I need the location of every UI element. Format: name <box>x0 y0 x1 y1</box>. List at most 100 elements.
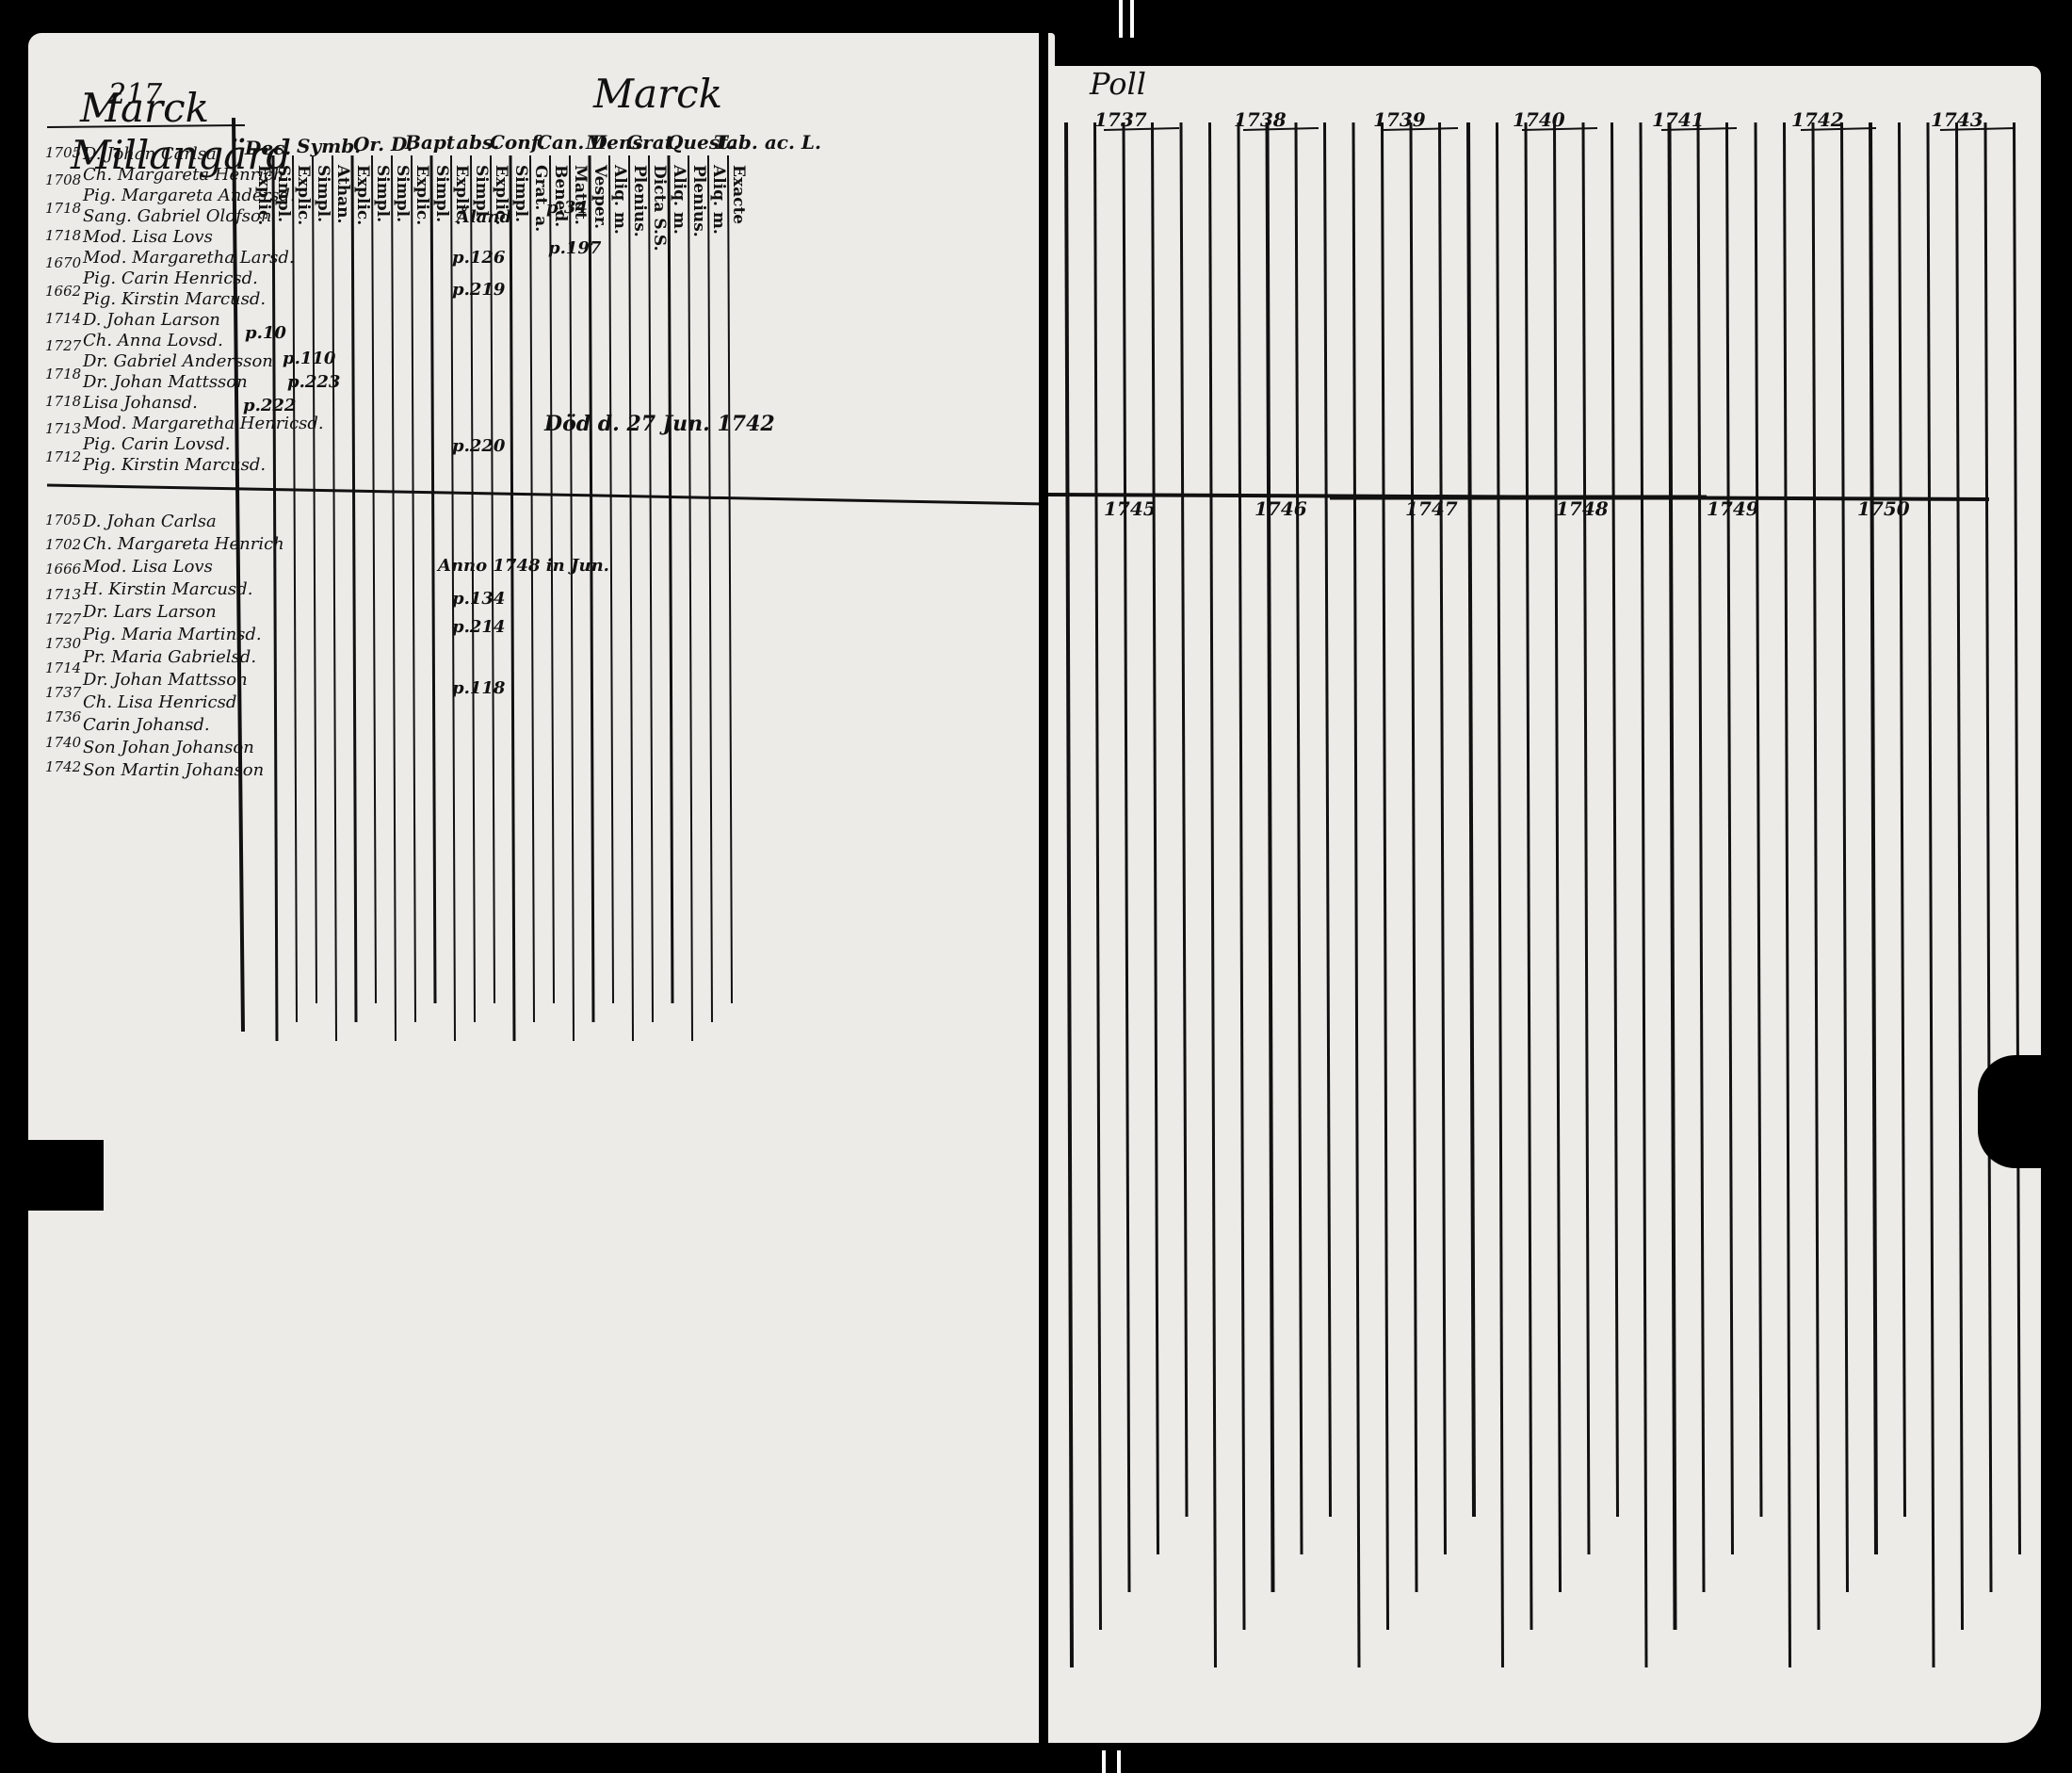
page-ref: p.118 <box>452 678 506 698</box>
birth-year: 1670 <box>45 254 82 272</box>
person-name: Mod. Margaretha Larsd. <box>83 248 295 268</box>
column-rule <box>1696 122 1706 1593</box>
birth-year: 1730 <box>45 634 82 652</box>
column-rule <box>332 155 337 1042</box>
column-rule <box>529 155 535 1023</box>
person-name: D. Johan Larson <box>83 310 220 330</box>
year-header: 1737 <box>1094 108 1147 131</box>
center-heading: Marck <box>593 71 723 117</box>
person-name: Pig. Kirstin Marcusd. <box>83 289 267 309</box>
sub-column-label: Explic. <box>353 165 372 226</box>
page-ref: p.34 <box>546 198 588 218</box>
page-edge-notch <box>0 1140 104 1211</box>
column-rule <box>232 117 245 1033</box>
person-name: Son Johan Johanson <box>83 738 254 757</box>
column-rule <box>1611 122 1619 1518</box>
column-rule <box>470 155 476 1023</box>
sub-column-label: Explic. <box>452 165 471 226</box>
birth-year: 1705 <box>45 144 82 161</box>
column-rule <box>1926 122 1935 1668</box>
column-rule <box>1064 122 1074 1668</box>
column-rule <box>1840 122 1849 1593</box>
left-ruling-lines <box>46 117 1046 1042</box>
birth-year: 1714 <box>45 659 82 677</box>
column-rule <box>1352 122 1361 1668</box>
birth-year: 1736 <box>45 708 82 726</box>
birth-year: 1742 <box>45 757 82 775</box>
sub-column-label: Simpl. <box>472 165 491 222</box>
column-rule <box>1466 122 1476 1518</box>
col-conf: Conf. <box>490 131 545 154</box>
sub-column-label: Plenius. <box>630 165 649 237</box>
page-ref: p.110 <box>283 349 336 368</box>
col-quest: Quest. <box>667 131 736 154</box>
column-rule <box>509 155 516 1042</box>
year-header: 1749 <box>1707 497 1759 520</box>
birth-year: 1662 <box>45 282 82 300</box>
col-dec: Dec. <box>245 137 292 159</box>
person-name: Dr. Lars Larson <box>83 602 217 622</box>
column-rule <box>1581 122 1591 1555</box>
person-name: Mod. Margaretha Henricsd. <box>83 414 324 433</box>
year-header: 1745 <box>1104 497 1157 520</box>
col-bapt: Bapt. <box>405 131 462 154</box>
scan-marker <box>1130 0 1134 38</box>
column-rule <box>707 155 713 1023</box>
year-underline <box>1382 127 1459 131</box>
person-name: Pig. Margareta Andersd. <box>83 186 296 205</box>
sub-column-label: Athan. <box>333 165 352 224</box>
sub-column-label: Explic. <box>254 165 273 226</box>
sub-column-label: Matut. <box>571 165 590 225</box>
birth-year: 1727 <box>45 610 82 627</box>
column-rule <box>608 155 614 1004</box>
person-name: Pig. Carin Henricsd. <box>83 268 258 288</box>
page-ref: p.10 <box>245 323 286 343</box>
col-grat: Grat. <box>626 131 680 154</box>
column-rule <box>1409 122 1418 1593</box>
left-register-page: 217 Marck Millangärd Marck Dec. Symb. Or… <box>28 33 1055 1743</box>
year-header: 1748 <box>1556 497 1609 520</box>
col-symb: Symb. <box>297 135 362 157</box>
column-rule <box>2013 122 2021 1555</box>
column-rule <box>1524 122 1533 1631</box>
birth-year: 1702 <box>45 536 82 554</box>
page-edge-notch <box>1978 1055 2044 1168</box>
year-underline <box>1103 127 1180 131</box>
sub-column-label: Simpl. <box>314 165 332 222</box>
col-abs: abs. <box>457 131 500 154</box>
sub-column-label: Bened. <box>551 165 570 228</box>
birth-year: 1737 <box>45 684 82 702</box>
birth-year: 1718 <box>45 365 82 382</box>
column-rule <box>411 155 416 1023</box>
sub-column-label: Explic. <box>413 165 431 226</box>
year-underline <box>1521 127 1598 131</box>
column-rule <box>271 155 279 1042</box>
column-rule <box>1639 122 1648 1668</box>
column-rule <box>1151 122 1159 1555</box>
column-rule <box>450 155 456 1042</box>
col-or-d: Or. D. <box>353 133 413 155</box>
annotation-death: Död d. 27 Jun. 1742 <box>544 412 775 436</box>
column-rule <box>1754 122 1763 1518</box>
birth-year: 1718 <box>45 199 82 217</box>
person-name: Dr. Johan Mattsson <box>83 372 248 392</box>
scan-marker <box>1117 1750 1121 1773</box>
column-rule <box>569 155 575 1042</box>
birth-year: 1708 <box>45 171 82 189</box>
header-rule <box>46 124 246 128</box>
column-rule <box>312 155 317 1004</box>
birth-year: 1718 <box>45 393 82 410</box>
column-rule <box>1093 122 1102 1631</box>
person-name: Pig. Carin Lovsd. <box>83 434 231 454</box>
column-rule <box>1898 122 1906 1518</box>
person-name: H. Kirstin Marcusd. <box>83 579 253 599</box>
column-rule <box>371 155 377 1004</box>
person-name: Pig. Kirstin Marcusd. <box>83 455 267 475</box>
year-underline <box>1939 127 2016 131</box>
birth-year: 1705 <box>45 512 82 529</box>
sub-column-label: Simpl. <box>511 165 530 222</box>
year-underline <box>1242 127 1319 131</box>
person-name: Lisa Johansd. <box>83 393 198 413</box>
year-header: 1742 <box>1791 108 1844 131</box>
